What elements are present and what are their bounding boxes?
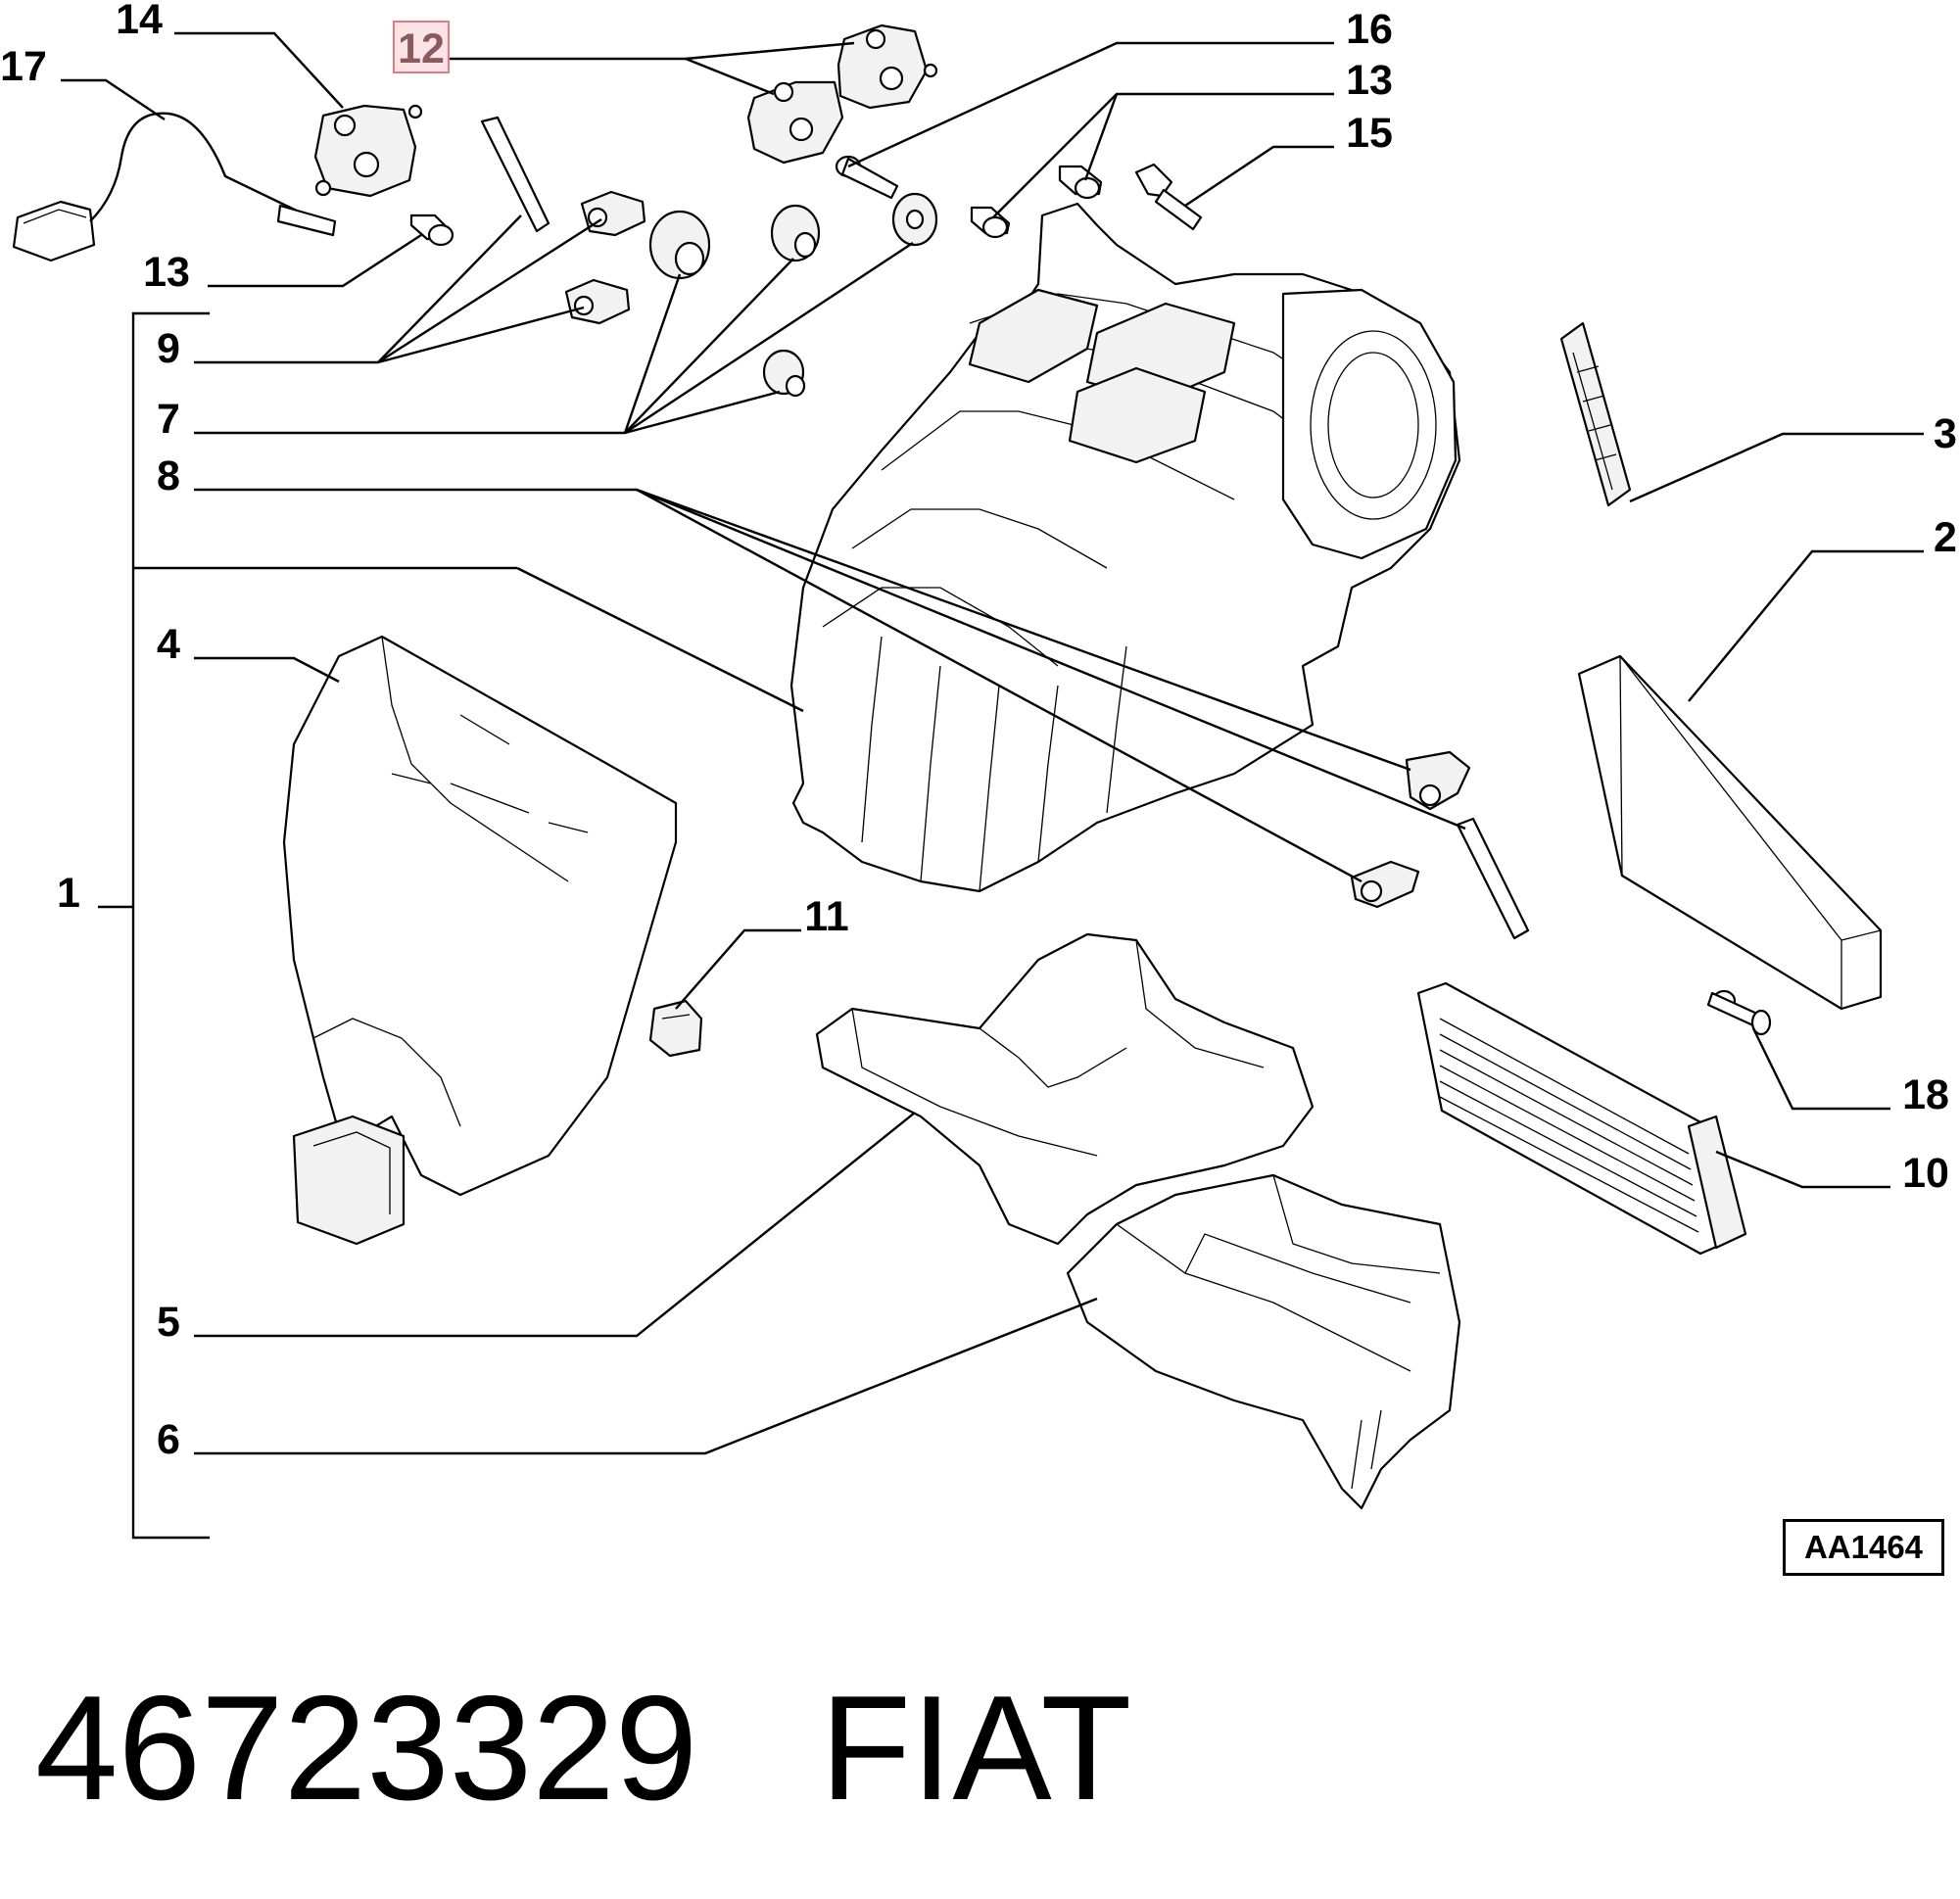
callout-13-right: 13 — [1346, 57, 1393, 104]
callout-15: 15 — [1346, 110, 1393, 157]
part-17-sensor-cable — [12, 112, 337, 262]
heater-housing — [789, 202, 1461, 893]
part-7-gears — [648, 192, 938, 398]
part-5-lower-duct — [815, 932, 1315, 1246]
callout-17: 17 — [0, 43, 47, 90]
part-11-clip — [648, 999, 703, 1058]
callout-6: 6 — [157, 1416, 180, 1463]
leader-lines — [61, 31, 1924, 1540]
callout-14: 14 — [116, 0, 163, 43]
callout-10: 10 — [1902, 1150, 1949, 1197]
part-15-connector — [1134, 163, 1203, 231]
callout-16: 16 — [1346, 6, 1393, 53]
highlight-box-12 — [393, 21, 450, 73]
callout-1: 1 — [57, 870, 80, 917]
callout-8: 8 — [157, 452, 180, 499]
callout-5: 5 — [157, 1299, 180, 1346]
part-10-heater-core — [1416, 981, 1747, 1256]
part-12-actuators — [746, 24, 938, 165]
part-14-actuator — [313, 104, 423, 198]
callout-4: 4 — [157, 621, 180, 668]
part-8-levers — [1350, 750, 1530, 940]
reference-code: AA1464 — [1783, 1519, 1944, 1576]
callout-3: 3 — [1934, 410, 1957, 457]
callout-11: 11 — [804, 893, 848, 940]
callout-18: 18 — [1902, 1071, 1949, 1118]
part-info-footer: 46723329 FIAT — [35, 1650, 1955, 1846]
callout-12: 12 — [398, 25, 445, 72]
callout-7: 7 — [157, 396, 180, 443]
part-9-levers — [480, 116, 646, 325]
callout-2: 2 — [1934, 514, 1957, 561]
part-18-screw — [1706, 989, 1772, 1036]
callout-9: 9 — [157, 325, 180, 372]
part-4-air-duct — [282, 635, 678, 1246]
callout-13-left: 13 — [143, 249, 190, 296]
part-3-filter-frame — [1559, 321, 1632, 507]
part-13-pin-b — [970, 206, 1011, 239]
part-16-screw — [835, 155, 899, 200]
part-number: 46723329 — [35, 1664, 698, 1831]
part-6-lower-housing — [1066, 1173, 1461, 1510]
part-13-pin-c — [1058, 165, 1103, 200]
part-13-pin-a — [409, 214, 454, 247]
part-2-cabin-filter — [1577, 654, 1883, 1011]
brand-name: FIAT — [820, 1664, 1132, 1831]
